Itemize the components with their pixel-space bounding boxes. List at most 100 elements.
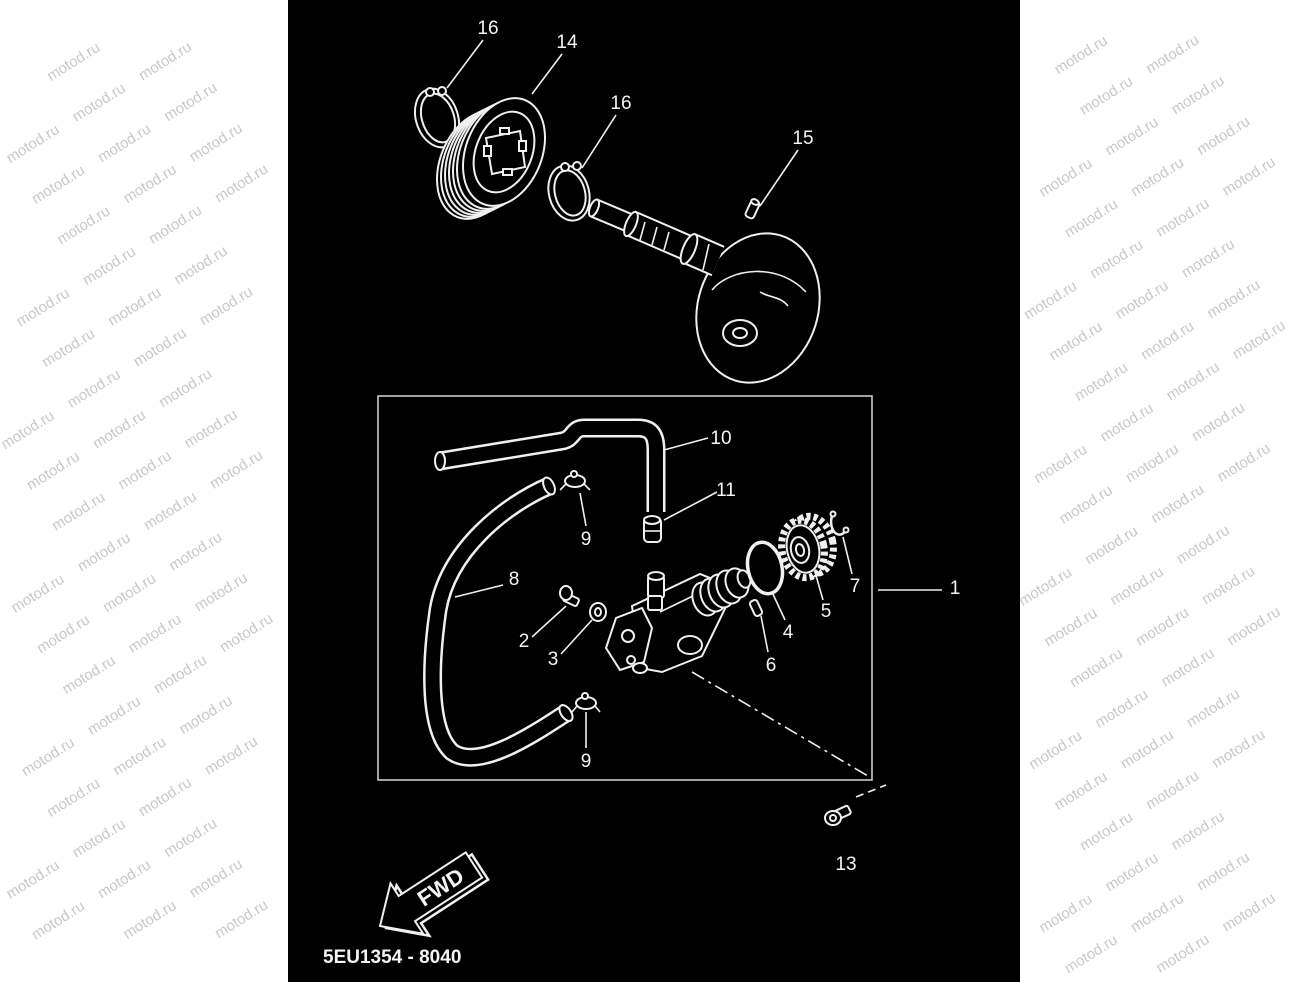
watermark-text: motod.ru	[1143, 32, 1202, 78]
pulley-14-shape	[483, 145, 492, 157]
callout-6: 6	[766, 655, 777, 676]
callout-3: 3	[548, 649, 559, 670]
watermark-text: motod.ru	[207, 447, 266, 493]
watermark-text: motod.ru	[13, 285, 72, 331]
oil-pump-body-shape	[647, 595, 663, 611]
watermark-text: motod.ru	[1224, 603, 1283, 649]
watermark-text: motod.ru	[1209, 726, 1268, 772]
watermark-text: motod.ru	[1219, 890, 1278, 936]
assembly-axis-line-lower	[855, 784, 887, 798]
watermark-text: motod.ru	[69, 80, 128, 126]
leader-lines-shape	[663, 491, 718, 521]
watermark-text: motod.ru	[120, 897, 179, 943]
crankshaft-shape	[711, 270, 807, 293]
watermark-text: motod.ru	[1077, 809, 1136, 855]
circlip-7-shape	[829, 510, 837, 518]
watermark-text: motod.ru	[146, 202, 205, 248]
crankshaft-shape	[625, 212, 695, 260]
washer-3	[589, 602, 607, 622]
crankshaft-shape	[702, 243, 710, 271]
crankshaft-shape	[679, 233, 699, 265]
watermark-text: motod.ru	[95, 856, 154, 902]
fwd-arrow: FWD	[378, 851, 490, 938]
watermark-text: motod.ru	[192, 569, 251, 615]
watermark-text: motod.ru	[181, 406, 240, 452]
watermark-text: motod.ru	[1179, 236, 1238, 282]
watermark-text: motod.ru	[1097, 400, 1156, 446]
crankshaft-shape	[695, 232, 821, 384]
watermark-text: motod.ru	[54, 203, 113, 249]
oil-hose-8-shape	[558, 704, 574, 722]
watermark-text: motod.ru	[75, 529, 134, 575]
watermark-text: motod.ru	[1189, 399, 1248, 445]
watermark-text: motod.ru	[105, 284, 164, 330]
watermark-text: motod.ru	[19, 734, 78, 780]
watermark-text: motod.ru	[1062, 196, 1121, 242]
callout-labels: 16 14 16 15 10 11 9 8 7 1 5 4 2 3 6 9 13	[477, 18, 960, 875]
circlip-7-shape	[842, 526, 850, 534]
screw-2	[559, 585, 580, 607]
crankshaft-shape	[663, 231, 670, 251]
watermark-text: motod.ru	[29, 162, 88, 208]
pulley-14-shape	[499, 127, 510, 135]
watermark-text: motod.ru	[212, 161, 271, 207]
watermark-text: motod.ru	[1118, 727, 1177, 773]
circlip-16-left-shape	[437, 86, 447, 96]
callout-16-right: 16	[610, 93, 631, 114]
watermark-text: motod.ru	[1036, 891, 1095, 937]
fwd-arrow-shape	[378, 851, 484, 936]
watermark-text: motod.ru	[1123, 440, 1182, 486]
watermark-text: motod.ru	[1163, 358, 1222, 404]
leader-lines-shape	[446, 39, 484, 89]
dowel-pin-15-shape	[750, 198, 760, 206]
callout-15: 15	[792, 128, 813, 149]
watermark-text: motod.ru	[1051, 768, 1110, 814]
bolt-13	[824, 804, 852, 826]
watermark-text: motod.ru	[1036, 155, 1095, 201]
callout-14: 14	[556, 32, 578, 53]
leader-lines-shape	[454, 584, 504, 598]
callout-16-left: 16	[477, 18, 498, 39]
oil-hose-8	[423, 476, 574, 767]
oil-pump-body-shape	[632, 662, 648, 674]
circlip-16-right-shape	[560, 162, 570, 172]
delivery-hose-10	[434, 418, 666, 512]
watermark-text: motod.ru	[125, 611, 184, 657]
watermark-text: motod.ru	[110, 734, 169, 780]
watermark-text: motod.ru	[166, 529, 225, 575]
delivery-hose-10-shape	[434, 451, 446, 471]
watermark-text: motod.ru	[1087, 236, 1146, 282]
watermark-text: motod.ru	[217, 610, 276, 656]
callout-9-top: 9	[581, 529, 592, 550]
watermark-text: motod.ru	[1199, 563, 1258, 609]
oil-hose-8-shape	[425, 479, 570, 765]
watermark-text: motod.ru	[161, 815, 220, 861]
callout-8: 8	[509, 569, 520, 590]
watermark-text: motod.ru	[202, 733, 261, 779]
bolt-13-shape	[829, 814, 837, 822]
callout-5: 5	[821, 601, 832, 622]
watermark-text: motod.ru	[1158, 645, 1217, 691]
watermark-text: motod.ru	[176, 692, 235, 738]
watermark-text: motod.ru	[1153, 931, 1212, 977]
oil-pump-body-shape	[626, 655, 636, 665]
hose-fitting-11-shape	[643, 515, 661, 525]
watermark-text: motod.ru	[136, 38, 195, 84]
watermark-text: motod.ru	[171, 243, 230, 289]
callout-1: 1	[950, 578, 961, 599]
watermark-text: motod.ru	[1214, 440, 1273, 486]
circlip-16-left	[413, 86, 461, 149]
pulley-14-shape	[518, 140, 527, 152]
watermark-text: motod.ru	[44, 39, 103, 85]
leader-lines-shape	[531, 53, 563, 95]
crankshaft	[587, 198, 821, 384]
leader-lines	[446, 39, 942, 748]
watermark-text: motod.ru	[1107, 563, 1166, 609]
watermark-text: motod.ru	[130, 325, 189, 371]
drive-gear-5-shape	[794, 543, 806, 557]
leader-lines-shape	[814, 571, 824, 601]
watermark-text: motod.ru	[1102, 114, 1161, 160]
watermark-text: motod.ru	[44, 775, 103, 821]
callout-11: 11	[716, 480, 736, 501]
oil-hose-8-shape	[542, 476, 556, 496]
